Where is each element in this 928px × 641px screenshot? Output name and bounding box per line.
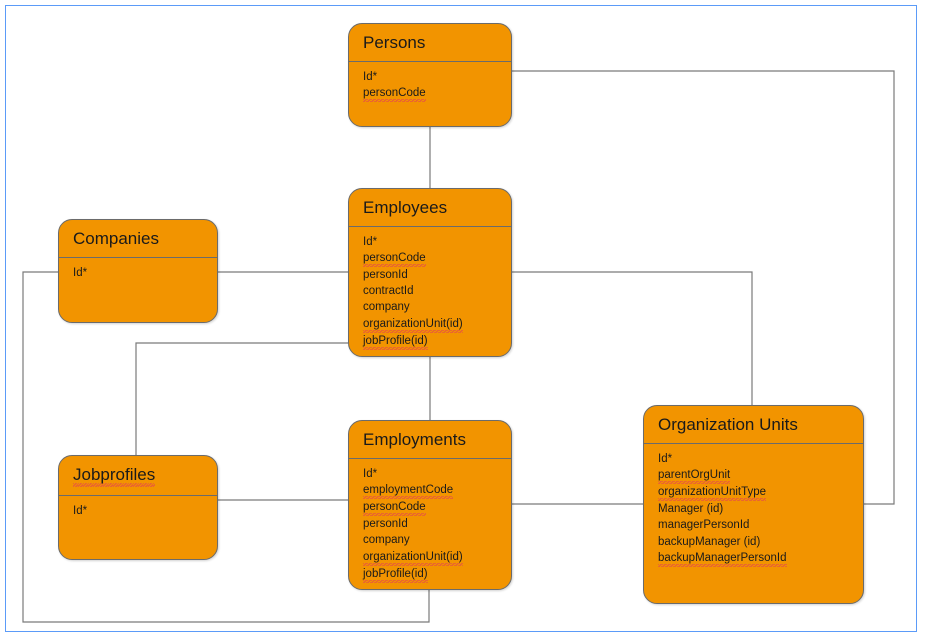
entity-field: organizationUnit(id): [363, 548, 463, 566]
entity-fields-jobprofiles: Id*: [59, 496, 217, 525]
entity-field: managerPersonId: [658, 519, 750, 532]
entity-title-organization-units: Organization Units: [644, 406, 863, 444]
entity-title-text: Persons: [363, 33, 426, 52]
entity-title-companies: Companies: [59, 220, 217, 258]
entity-field: jobProfile(id): [363, 565, 428, 583]
entity-title-text: Employments: [363, 430, 466, 449]
entity-field: backupManager (id): [658, 535, 761, 548]
entity-title-employments: Employments: [349, 421, 511, 459]
entity-title-persons: Persons: [349, 24, 511, 62]
entity-field: parentOrgUnit: [658, 466, 731, 484]
edge-companies-bottom-employments[interactable]: [22, 271, 430, 623]
entity-field: Id*: [363, 70, 378, 83]
entity-fields-companies: Id*: [59, 258, 217, 287]
edge-employees-orgunits[interactable]: [512, 271, 753, 405]
entity-field: Id*: [363, 235, 378, 248]
entity-title-text: Companies: [73, 229, 159, 248]
entity-field: personId: [363, 268, 408, 281]
edge-persons-orgunits-right[interactable]: [512, 70, 895, 505]
entity-field: organizationUnit(id): [363, 315, 463, 333]
entity-title-text: Organization Units: [658, 415, 798, 434]
entity-title-text: Employees: [363, 198, 448, 217]
entity-field: contractId: [363, 285, 414, 298]
entity-field: personCode: [363, 498, 426, 517]
entity-field: personCode: [363, 249, 426, 267]
entity-field: Id*: [73, 266, 88, 279]
entity-field: Id*: [73, 504, 88, 517]
entity-field: company: [363, 301, 410, 314]
entity-field: backupManagerPersonId: [658, 549, 787, 567]
entity-field: personCode: [363, 84, 426, 102]
entity-title-text: Jobprofiles: [73, 465, 156, 487]
entity-field: Id*: [363, 467, 378, 480]
entity-field: Manager (id): [658, 503, 724, 516]
entity-field: employmentCode: [363, 481, 454, 499]
entity-field: organizationUnitType: [658, 483, 767, 502]
edge-employees-jobprofiles[interactable]: [135, 342, 348, 455]
entity-title-jobprofiles: Jobprofiles: [59, 456, 217, 496]
entity-field: company: [363, 534, 410, 547]
entity-fields-persons: Id*personCode: [349, 62, 511, 108]
entity-field: jobProfile(id): [363, 332, 428, 350]
entity-title-employees: Employees: [349, 189, 511, 227]
entity-field: Id*: [658, 452, 673, 465]
entity-field: personId: [363, 518, 408, 531]
